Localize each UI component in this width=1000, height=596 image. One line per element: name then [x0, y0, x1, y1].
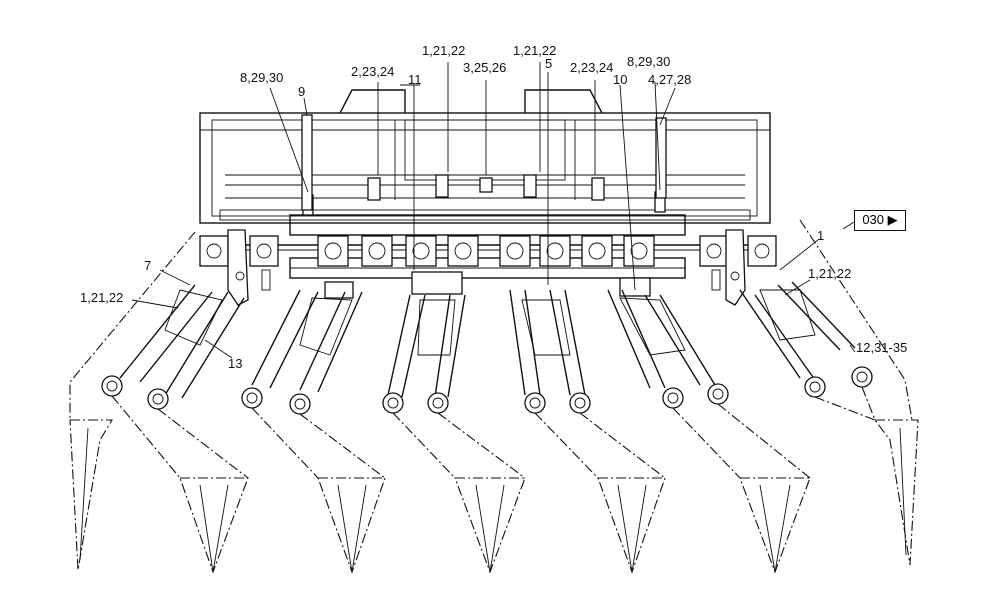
- row-unit-arms: [119, 281, 856, 399]
- side-brackets: [227, 229, 746, 306]
- divider-outlines: [69, 219, 913, 479]
- gearbox-row: [199, 235, 777, 267]
- hydraulic-units: [301, 114, 667, 299]
- drive-shaft: [215, 214, 770, 279]
- callout-label: 11: [408, 72, 422, 87]
- callout-label: 5: [545, 56, 552, 71]
- callout-label: 1,21,22: [513, 43, 556, 58]
- leader-lines: [131, 62, 856, 359]
- callout-label: 8,29,30: [240, 70, 283, 85]
- callout-label: 12,31-35: [856, 340, 907, 355]
- callout-label: 1,21,22: [808, 266, 851, 281]
- callout-label: 2,23,24: [351, 64, 394, 79]
- callout-label: 9: [298, 84, 305, 99]
- roll-eyes: [101, 366, 873, 415]
- page-reference-label: 030: [862, 212, 885, 227]
- callout-label: 10: [613, 72, 627, 87]
- callout-label: 8,29,30: [627, 54, 670, 69]
- callout-label: 1: [817, 228, 824, 243]
- callout-label: 1,21,22: [422, 43, 465, 58]
- callout-label: 13: [228, 356, 242, 371]
- divider-cones: [69, 419, 919, 574]
- callout-labels: 1,21,22 1,21,22 2,23,24 3,25,26 2,23,24 …: [80, 43, 907, 371]
- callout-label: 2,23,24: [570, 60, 613, 75]
- callout-label: 3,25,26: [463, 60, 506, 75]
- callout-label: 1,21,22: [80, 290, 123, 305]
- callout-label: 7: [144, 258, 151, 273]
- callout-label: 4,27,28: [648, 72, 691, 87]
- page-reference-030-button[interactable]: 030 ▶: [854, 210, 906, 231]
- arrow-right-icon: ▶: [887, 212, 898, 227]
- main-frame: [199, 89, 771, 224]
